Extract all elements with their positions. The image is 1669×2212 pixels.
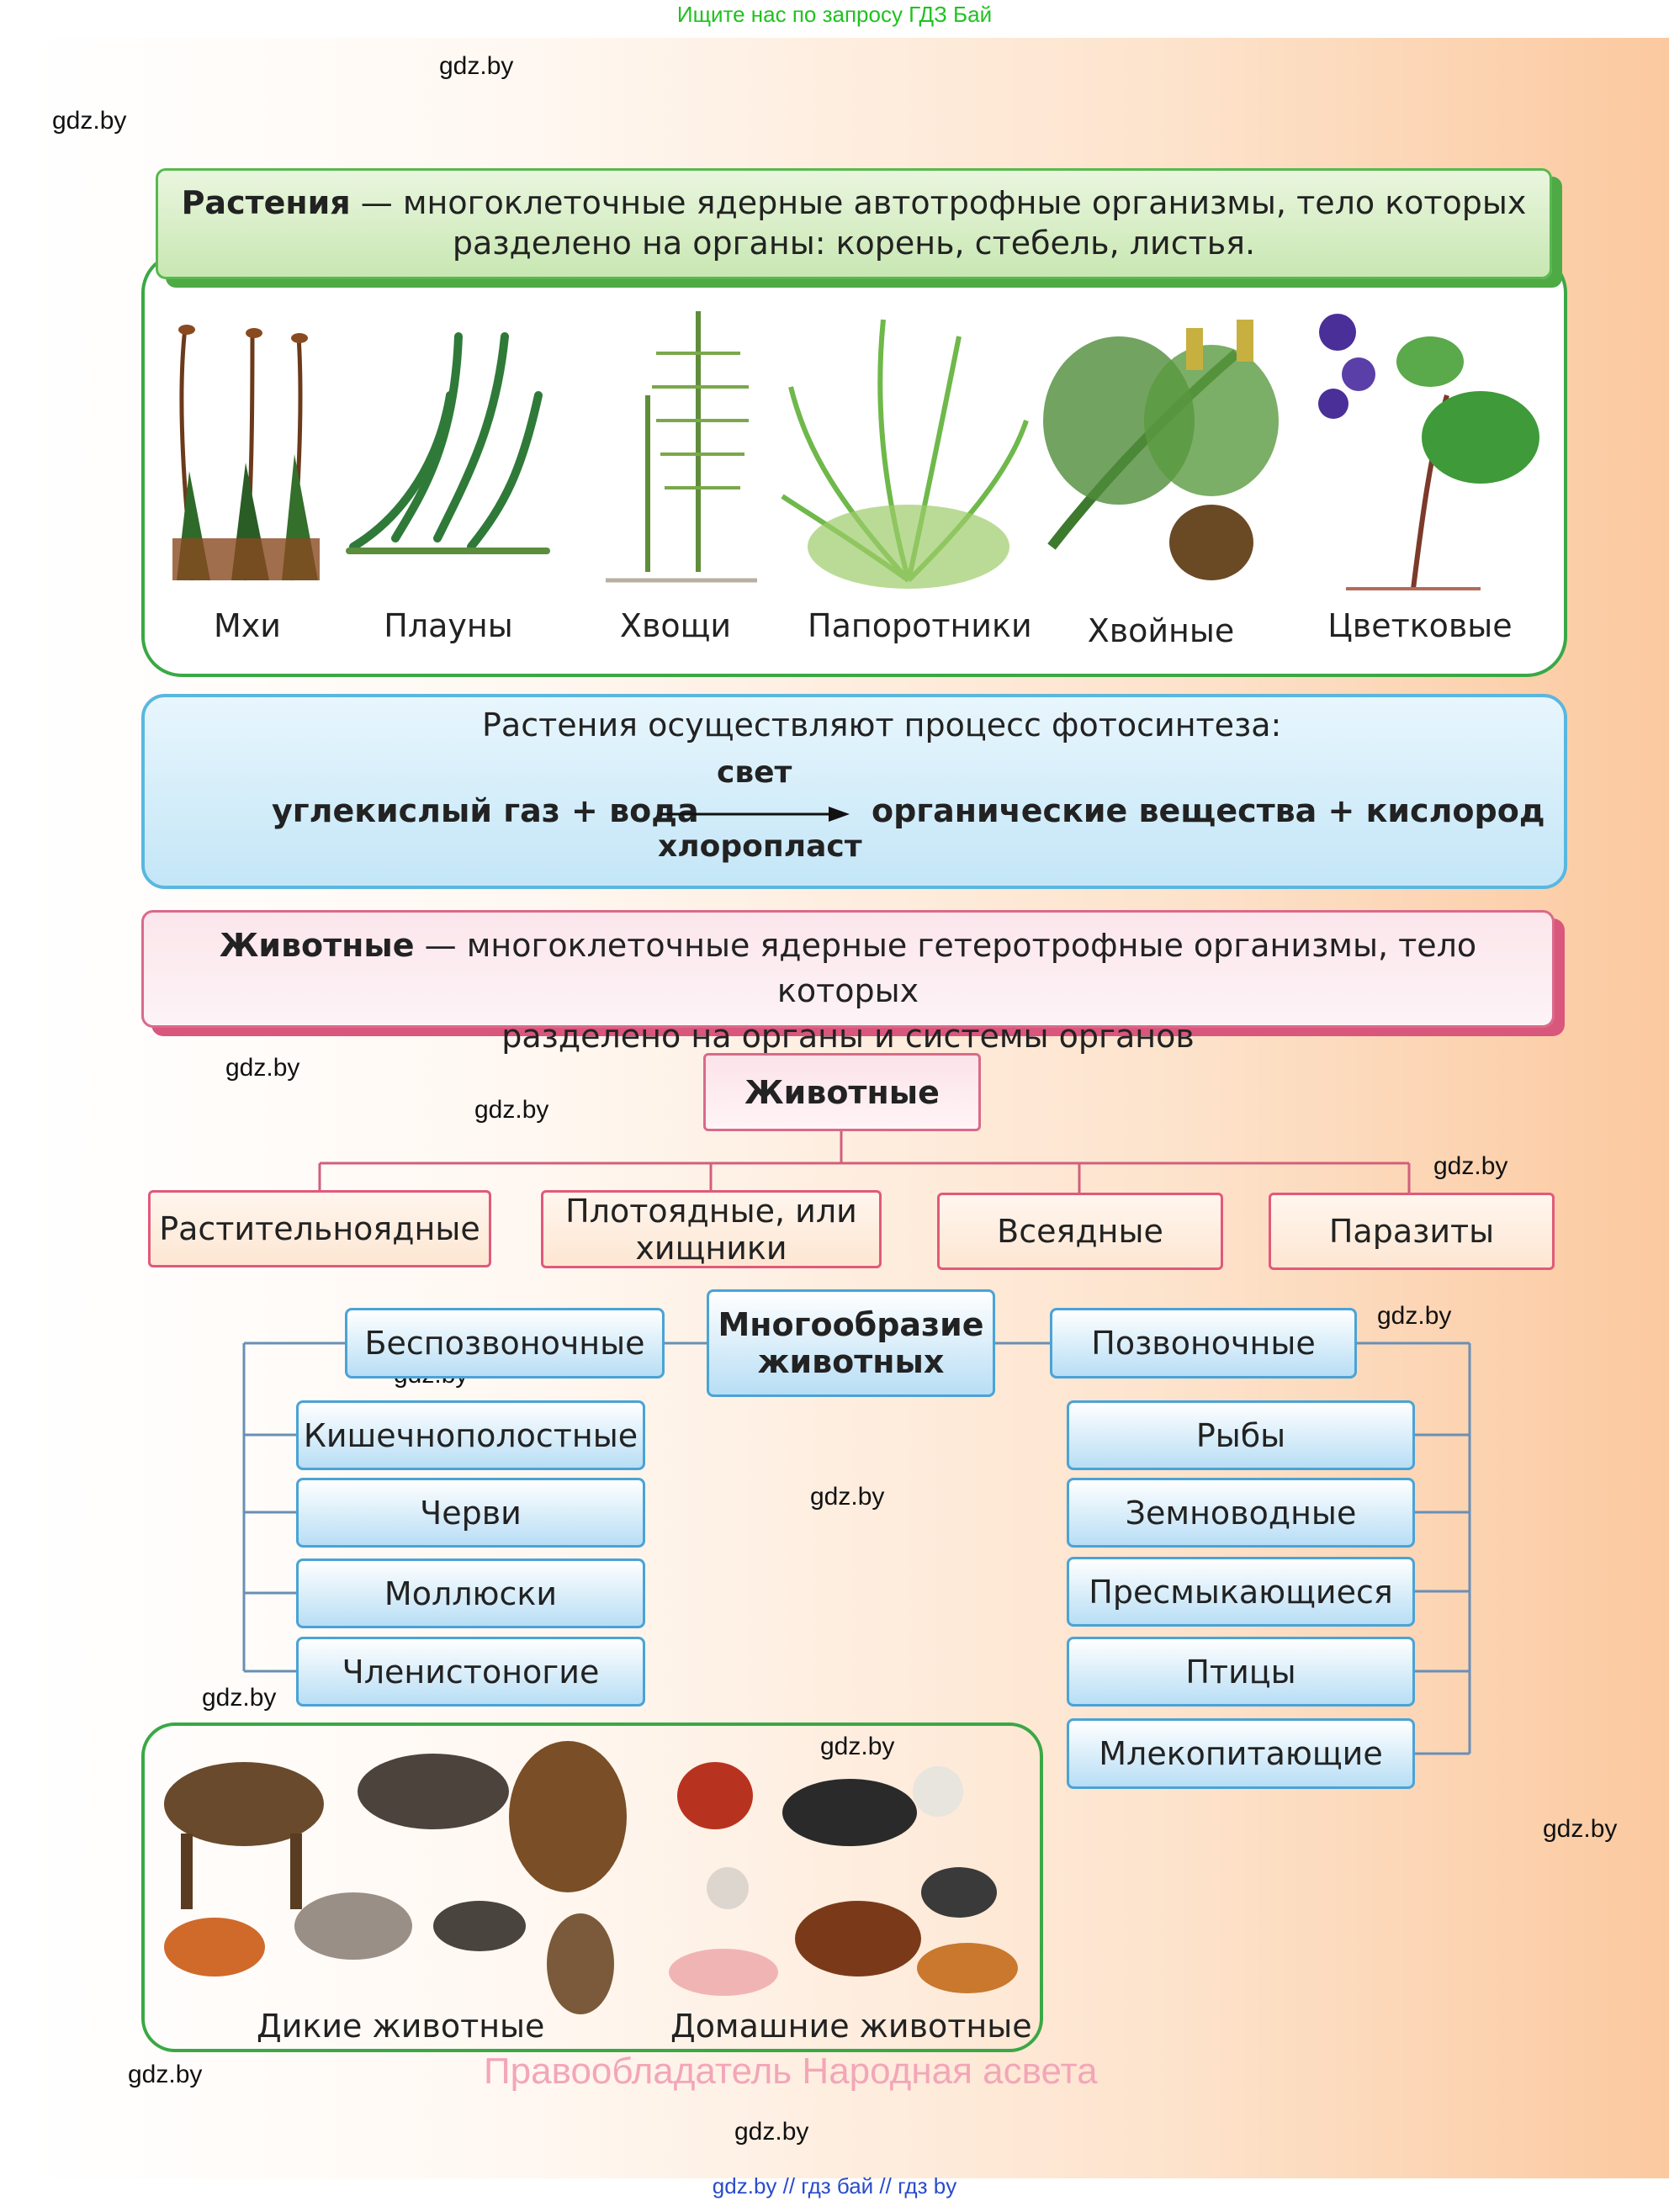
fern-illustration (781, 319, 1029, 589)
invertebrate-class-item: Моллюски (296, 1558, 645, 1628)
plant-group-label: Хвойные (1087, 612, 1235, 649)
plants-term: Растения (181, 184, 351, 221)
watermark: gdz.by (474, 1096, 549, 1124)
animals-definition: Животные — многоклеточные ядерные гетеро… (141, 910, 1555, 1055)
nutrition-type-herbivores: Растительноядные (148, 1190, 491, 1267)
plant-group-label: Папоротники (808, 607, 1032, 644)
watermark: gdz.by (810, 1483, 885, 1511)
wild-domestic-panel (141, 1723, 1043, 2052)
animals-root-node: Животные (703, 1053, 981, 1131)
plant-group-label: Цветковые (1327, 607, 1513, 644)
nutrition-type-parasites: Паразиты (1269, 1193, 1555, 1270)
plants-definition-line2: разделено на органы: корень, стебель, ли… (452, 225, 1256, 262)
header-banner: Ищите нас по запросу ГДЗ Бай (676, 2, 993, 27)
vertebrate-class-item: Млекопитающие (1067, 1718, 1415, 1789)
invertebrates-node: Беспозвоночные (345, 1308, 665, 1379)
photosynthesis-panel (141, 694, 1567, 889)
watermark: gdz.by (128, 2061, 203, 2088)
watermark: gdz.by (202, 1684, 277, 1712)
reaction-arrow-icon (660, 807, 850, 822)
watermark: gdz.by (439, 52, 514, 80)
vertebrate-class-item: Птицы (1067, 1637, 1415, 1707)
rights-holder-notice: Правообладатель Народная асвета (484, 2051, 1098, 2092)
plant-group-label: Мхи (214, 607, 281, 644)
plants-definition: Растения — многоклеточные ядерные автотр… (156, 168, 1552, 279)
watermark: gdz.by (1433, 1152, 1508, 1180)
clubmoss-illustration (346, 332, 550, 554)
flowering-plant-illustration (1318, 314, 1539, 590)
watermark: gdz.by (820, 1733, 895, 1760)
watermark: gdz.by (1377, 1302, 1452, 1330)
vertebrate-class-item: Пресмыкающиеся (1067, 1557, 1415, 1627)
plants-definition-line1: — многоклеточные ядерные автотрофные орг… (350, 184, 1527, 221)
watermark: gdz.by (52, 107, 127, 135)
wild-animals-illustration (164, 1741, 627, 2014)
vertebrates-node: Позвоночные (1050, 1308, 1357, 1379)
watermark: gdz.by (225, 1054, 300, 1082)
photosynthesis-products: органические вещества + кислород (872, 792, 1545, 829)
nutrition-type-carnivores: Плотоядные, или хищники (541, 1190, 882, 1268)
conifer-illustration (1043, 320, 1279, 580)
domestic-animals-label: Домашние животные (670, 2008, 1032, 2045)
nutrition-type-omnivores: Всеядные (937, 1193, 1223, 1270)
footer-links: gdz.by // гдз бай // гдз by (712, 2173, 957, 2199)
photosynthesis-reactants: углекислый газ + вода (272, 792, 699, 829)
domestic-animals-illustration (669, 1762, 1018, 1996)
photosynthesis-condition-chloroplast: хлоропласт (658, 829, 862, 864)
invertebrate-class-item: Черви (296, 1478, 645, 1548)
photosynthesis-intro: Растения осуществляют процесс фотосинтез… (482, 706, 1282, 744)
vertebrate-class-item: Земноводные (1067, 1478, 1415, 1548)
diversity-title-node: Многообразие животных (707, 1289, 995, 1397)
moss-illustration (172, 325, 320, 581)
plant-group-label: Хвощи (619, 607, 732, 644)
watermark: gdz.by (734, 2118, 809, 2146)
animals-term: Животные (219, 927, 415, 964)
invertebrate-class-item: Членистоногие (296, 1637, 645, 1707)
horsetail-illustration (606, 311, 757, 583)
wild-animals-label: Дикие животные (257, 2008, 545, 2045)
photosynthesis-condition-light: свет (717, 755, 792, 790)
plant-group-label: Плауны (384, 607, 513, 644)
invertebrate-class-item: Кишечнополостные (296, 1400, 645, 1470)
vertebrate-class-item: Рыбы (1067, 1400, 1415, 1470)
watermark: gdz.by (1543, 1815, 1618, 1843)
animals-definition-line1: — многоклеточные ядерные гетеротрофные о… (414, 927, 1477, 1009)
animals-definition-line2: разделено на органы и системы органов (501, 1018, 1195, 1055)
